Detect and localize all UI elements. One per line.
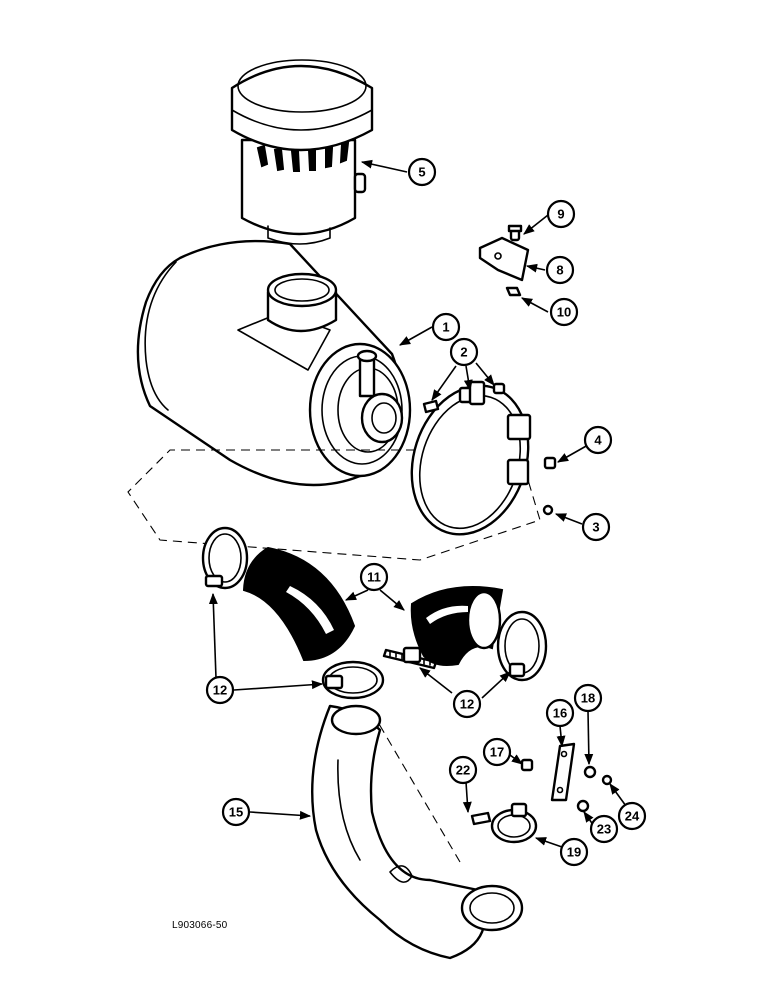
bracket-part [478,224,530,297]
plate-part [550,742,576,802]
svg-text:10: 10 [557,305,571,320]
svg-text:12: 12 [213,683,227,698]
callout-2: 2 [449,337,479,367]
callout-17: 17 [482,737,512,767]
callout-12-left: 12 [205,675,235,705]
callout-18: 18 [573,683,603,713]
svg-text:3: 3 [592,520,599,535]
svg-text:11: 11 [367,570,381,585]
callout-11: 11 [359,562,389,592]
callout-24: 24 [617,801,647,831]
svg-text:2: 2 [460,345,467,360]
air-cleaner-housing-part [136,239,412,487]
svg-text:17: 17 [490,745,504,760]
svg-text:8: 8 [556,263,563,278]
small-clamp-part [490,802,538,844]
callout-9: 9 [546,199,576,229]
clamp-hardware-part [422,382,557,516]
callout-5: 5 [407,157,437,187]
svg-text:24: 24 [625,809,640,824]
hose-clamp-lower-part [321,660,385,700]
callout-19: 19 [559,837,589,867]
callout-1: 1 [431,312,461,342]
svg-text:12: 12 [460,697,474,712]
svg-text:22: 22 [456,763,470,778]
band-clamp-part [410,380,532,536]
svg-text:19: 19 [567,845,581,860]
reference-code: L903066-50 [172,920,228,931]
callout-22: 22 [448,755,478,785]
svg-text:15: 15 [229,805,243,820]
callout-23: 23 [589,814,619,844]
hose-clamp-right-part [496,610,548,682]
callout-3: 3 [581,512,611,542]
svg-text:23: 23 [597,822,611,837]
hose-guide-line [371,711,461,863]
svg-text:4: 4 [594,433,602,448]
rubber-elbow-left-part [242,546,356,662]
leader-lines [208,159,627,848]
hose-clamp-upper-left-part [201,526,249,590]
hose-clamp-open-part [382,646,438,670]
svg-text:9: 9 [557,207,564,222]
svg-text:18: 18 [581,691,595,706]
svg-text:1: 1 [442,320,449,335]
rubber-elbow-right-part [410,586,504,666]
intake-duct-part [311,704,524,960]
callout-4: 4 [583,425,613,455]
callout-12-right: 12 [452,689,482,719]
callout-16: 16 [545,698,575,728]
callout-15: 15 [221,797,251,827]
small-hardware-part [470,758,613,826]
assembly-guide-line [127,449,541,561]
callout-8: 8 [545,255,575,285]
callout-10: 10 [549,297,579,327]
precleaner-cap-part [230,59,374,245]
svg-text:5: 5 [418,165,425,180]
svg-text:16: 16 [553,706,567,721]
